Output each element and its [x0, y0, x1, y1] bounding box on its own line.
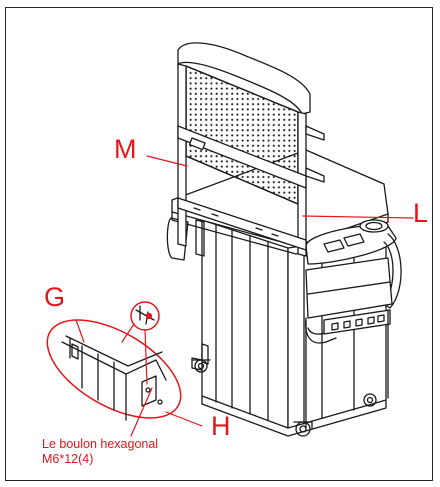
drawer-unit: [305, 257, 393, 429]
detail-magnifier: [46, 301, 182, 421]
callout-l: L: [413, 198, 429, 228]
leader-lines: [75, 155, 414, 437]
tool-cart-drawing: [46, 42, 414, 437]
bolt-note-line2: M6*12(4): [42, 452, 94, 466]
pegboard: [177, 42, 325, 257]
callout-m: M: [114, 134, 137, 164]
bolt-note-line1: Le boulon hexagonal: [42, 437, 159, 451]
diagram-frame: M L G H Le boulon hexagonal M6*12(4): [5, 7, 433, 481]
callout-g: G: [44, 282, 66, 312]
casters: [191, 359, 377, 437]
bolt-note: Le boulon hexagonal M6*12(4): [42, 437, 158, 467]
callout-h: H: [211, 411, 231, 441]
